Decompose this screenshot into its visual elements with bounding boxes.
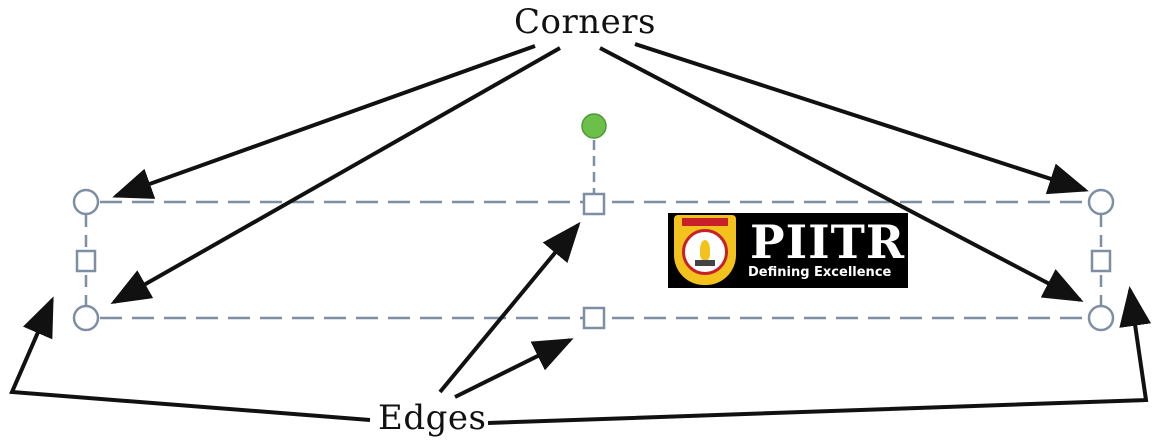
arrow-icon <box>438 221 581 394</box>
logo-emblem-icon <box>674 215 736 285</box>
arrow-icon <box>454 338 574 399</box>
piitr-logo: PIITR Defining Excellence <box>668 213 908 288</box>
logo-tagline: Defining Excellence <box>748 265 892 280</box>
emblem-seal <box>682 229 728 275</box>
edges-arrows <box>9 221 1152 425</box>
edges-label: Edges <box>378 398 487 438</box>
corners-label: Corners <box>514 2 656 42</box>
corner-handle-icon[interactable] <box>72 188 100 216</box>
flame-icon <box>700 240 710 260</box>
edge-handle-icon[interactable] <box>582 306 606 330</box>
arrow-icon <box>112 44 536 199</box>
emblem-banner <box>682 218 728 226</box>
logo-name: PIITR <box>750 215 906 269</box>
lamp-base <box>695 260 715 266</box>
arrow-icon <box>634 42 1089 195</box>
arrow-icon <box>9 296 371 422</box>
corner-handle-icon[interactable] <box>72 304 100 332</box>
edge-handle-icon[interactable] <box>75 249 97 273</box>
arrow-icon <box>110 46 561 304</box>
corners-arrows <box>110 42 1089 304</box>
corner-handle-icon[interactable] <box>1087 304 1115 332</box>
rotation-handle-icon[interactable] <box>581 113 607 139</box>
corner-handle-icon[interactable] <box>1087 188 1115 216</box>
arrow-icon <box>599 46 1084 302</box>
edge-handle-icon[interactable] <box>582 192 606 216</box>
edge-handle-icon[interactable] <box>1090 249 1112 273</box>
arrow-icon <box>487 286 1152 425</box>
